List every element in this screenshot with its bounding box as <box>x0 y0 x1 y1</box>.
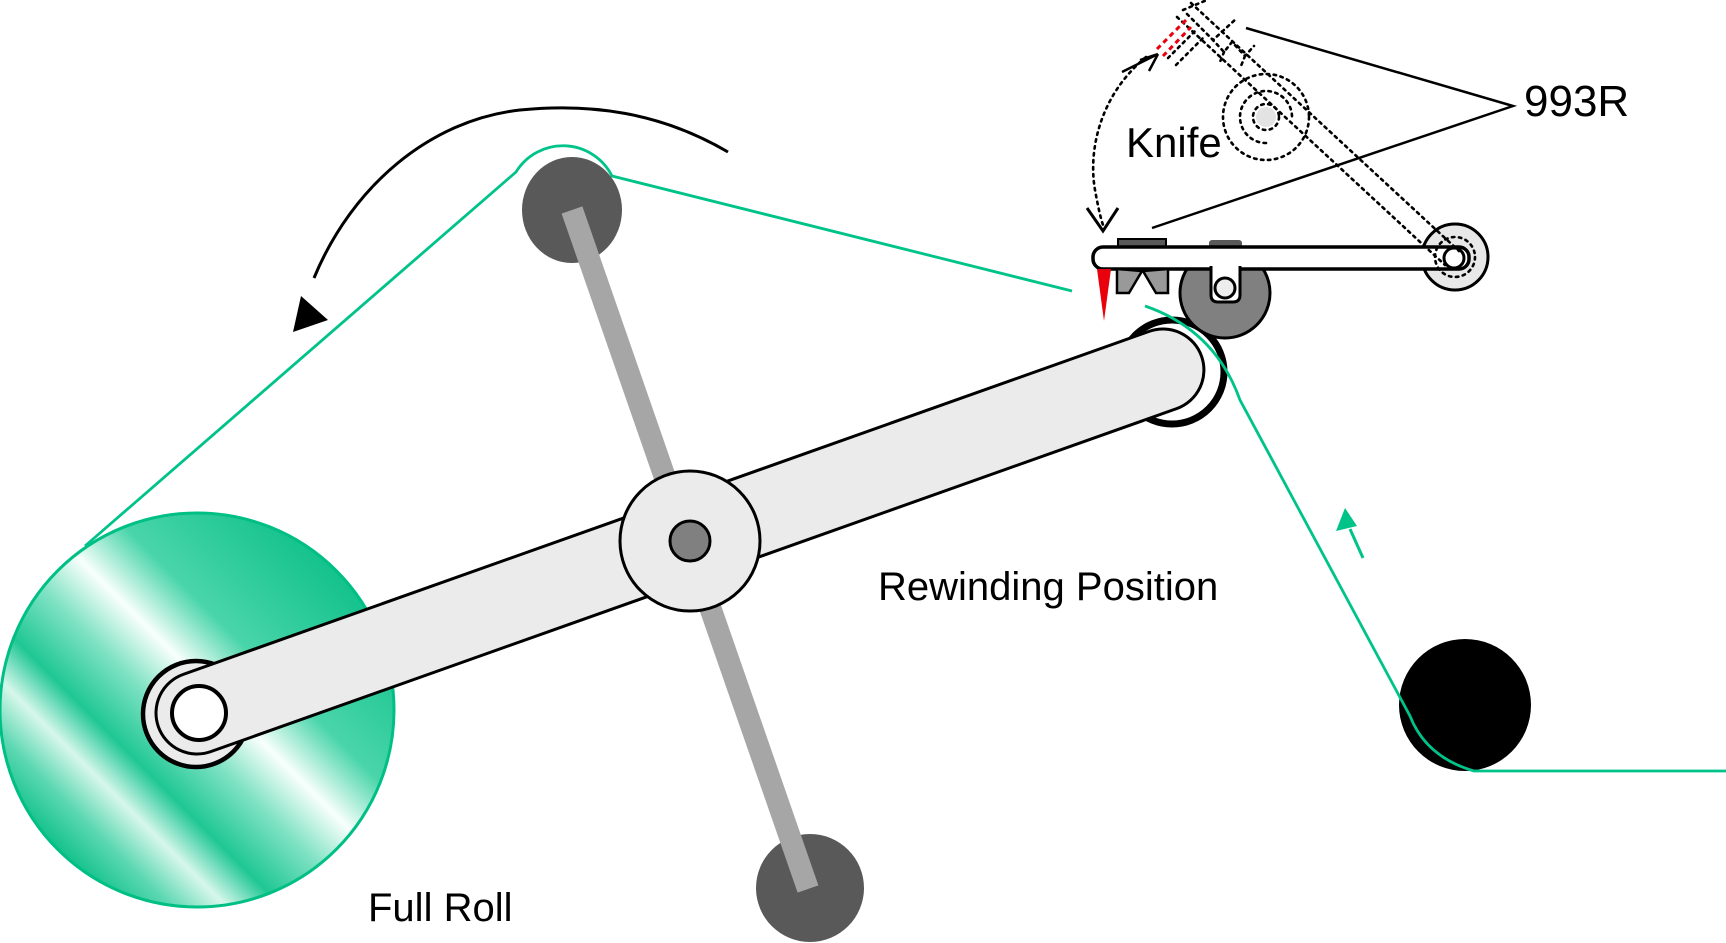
web-arrowhead <box>1336 508 1357 531</box>
label-knife: Knife <box>1126 119 1222 166</box>
press-roller-pin <box>1213 276 1237 300</box>
swing-arrowhead-down <box>1085 207 1120 234</box>
web-gripper-right <box>1140 267 1170 295</box>
swing-arc <box>1091 55 1148 227</box>
leader-lines-993r <box>1151 26 1518 230</box>
phantom-knife-holder <box>1166 28 1206 67</box>
phantom-gripper <box>1210 37 1256 68</box>
turret-hub-pin <box>668 519 712 563</box>
swing-arrowhead-up <box>1121 52 1160 74</box>
label-model-993r: 993R <box>1524 77 1629 126</box>
phantom-roller <box>1221 72 1311 162</box>
phantom-blade-edge-1 <box>1155 18 1188 51</box>
phantom-knife-blade <box>1155 18 1193 58</box>
phantom-clamp <box>1181 0 1239 42</box>
knife-swing-arrow <box>1085 52 1160 234</box>
label-rewinding-position: Rewinding Position <box>878 565 1218 609</box>
carriage-bar <box>1091 245 1471 271</box>
rewind-arm-group <box>140 327 1206 770</box>
phantom-roller-center-dot <box>1256 107 1276 127</box>
phantom-pivot-outline <box>1433 235 1477 279</box>
phantom-roller-spiral <box>1238 89 1294 145</box>
core-center <box>170 684 228 742</box>
web-path <box>84 144 1726 773</box>
web-path-outgoing <box>1144 304 1726 773</box>
phantom-bar-edge-top <box>1189 1 1461 253</box>
phantom-bar-edge-bottom <box>1175 15 1447 267</box>
phantom-roller-hub <box>1251 102 1281 132</box>
rotation-arrow <box>293 106 729 332</box>
idler-roller <box>1399 639 1531 771</box>
knife-blade <box>1097 269 1111 321</box>
carriage-pivot-pin <box>1442 246 1466 270</box>
knife-carriage <box>1091 222 1490 340</box>
web-path-incoming <box>84 144 1073 548</box>
web-gripper-left <box>1115 267 1145 295</box>
web-direction-arrow <box>1336 508 1365 559</box>
web-arrow-shaft <box>1348 528 1365 559</box>
rotation-arrow-arc <box>312 106 729 279</box>
rotation-arrowhead <box>293 296 328 332</box>
label-full-roll: Full Roll <box>368 886 512 930</box>
knife-phantom-raised <box>1166 0 1477 279</box>
phantom-blade-edge-2 <box>1161 25 1193 58</box>
